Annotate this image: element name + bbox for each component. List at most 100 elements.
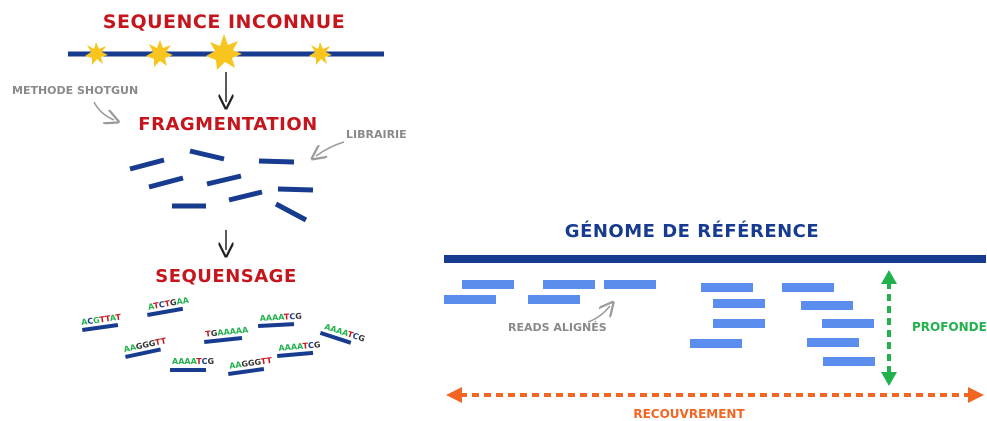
read-1: ACGTTAT <box>81 312 122 332</box>
cut-star-1 <box>85 42 108 65</box>
fragment <box>148 175 184 190</box>
aligned-read <box>690 339 742 348</box>
fragment <box>258 158 295 165</box>
aligned-reads <box>444 280 875 366</box>
read-bar <box>125 347 162 359</box>
nucleotide: T <box>302 341 309 350</box>
read-label: AAAATCG <box>278 340 321 353</box>
title-sequence-inconnue: SEQUENCE INCONNUE <box>103 11 345 33</box>
aligned-read <box>713 319 765 328</box>
nucleotide: T <box>99 315 106 325</box>
cut-star-4 <box>309 42 332 65</box>
nucleotide: A <box>341 328 350 339</box>
read-4: TGAAAAA <box>204 325 250 344</box>
read-label: AAAATCG <box>259 312 302 323</box>
title-sequensage: SEQUENSAGE <box>155 266 297 287</box>
nucleotide: T <box>266 356 273 366</box>
nucleotide: T <box>105 314 112 324</box>
aligned-read <box>713 299 765 308</box>
nucleotide: A <box>217 328 225 338</box>
read-bar <box>170 368 206 372</box>
nucleotide: G <box>169 298 177 308</box>
read-bar <box>204 336 243 344</box>
nucleotide: G <box>314 340 321 350</box>
fragment <box>206 173 242 187</box>
nucleotide: A <box>278 313 285 322</box>
read-3: AAGGGTT <box>123 336 168 359</box>
nucleotide: G <box>93 316 101 326</box>
nucleotide: C <box>351 331 359 341</box>
title-genome-reference: GÉNOME DE RÉFÉRENCE <box>565 220 819 242</box>
nucleotide: C <box>289 312 295 321</box>
read-bar <box>277 350 314 358</box>
read-bar <box>258 322 295 328</box>
nucleotide: A <box>259 314 266 323</box>
nucleotide: G <box>148 339 156 349</box>
read-8: AAAATCG <box>277 340 321 358</box>
nucleotide: C <box>308 341 315 350</box>
nucleotide: G <box>135 341 143 351</box>
nucleotide: C <box>87 316 94 326</box>
nucleotide: T <box>154 337 162 347</box>
nucleotide: T <box>153 301 160 311</box>
nucleotide: A <box>297 342 305 352</box>
coverage-arrow <box>446 387 984 403</box>
aligned-read <box>801 301 853 310</box>
nucleotide: A <box>266 313 273 322</box>
nucleotide: A <box>176 297 184 307</box>
aligned-read <box>822 319 874 328</box>
nucleotide: G <box>208 357 215 366</box>
fragment <box>189 148 225 162</box>
nucleotide: A <box>172 357 179 366</box>
nucleotide: A <box>229 361 237 371</box>
nucleotide: A <box>323 322 332 333</box>
library-pointer-arrow <box>316 141 345 156</box>
nucleotide: A <box>242 325 250 335</box>
fragment <box>228 189 263 203</box>
nucleotide: A <box>129 342 138 352</box>
nucleotide: A <box>191 357 198 366</box>
nucleotide: A <box>284 343 292 353</box>
nucleotide: C <box>158 300 165 310</box>
read-label: TGAAAAA <box>205 325 250 339</box>
nucleotide: A <box>178 357 185 366</box>
nucleotide: A <box>223 327 231 337</box>
fragment <box>277 186 314 193</box>
nucleotide: T <box>260 357 267 367</box>
aligned-reads-pointer-arrow <box>587 306 610 323</box>
nucleotide: A <box>229 327 237 337</box>
nucleotide: A <box>272 313 279 322</box>
cut-star-2 <box>146 40 173 67</box>
title-fragmentation: FRAGMENTATION <box>138 114 317 135</box>
read-label: AAAATCG <box>172 357 214 366</box>
nucleotide: T <box>160 336 168 346</box>
nucleotide: G <box>357 333 366 344</box>
label-recouvrement: RECOUVREMENT <box>633 407 745 421</box>
read-label: AAGGGTT <box>229 356 273 371</box>
nucleotide: T <box>205 329 212 339</box>
nucleotide: A <box>123 344 132 354</box>
shotgun-pointer-arrow <box>93 101 114 120</box>
label-profondeur: PROFONDEUR <box>912 320 987 334</box>
nucleotide: T <box>284 312 290 321</box>
fragment <box>129 157 165 172</box>
aligned-read <box>528 295 580 304</box>
read-7: AAGGGTT <box>228 356 273 376</box>
nucleotide: A <box>81 317 89 327</box>
nucleotide: G <box>141 340 149 350</box>
read-label: AAAATCG <box>323 322 366 344</box>
aligned-read <box>462 280 514 289</box>
nucleotide: A <box>147 302 155 312</box>
aligned-read <box>543 280 595 289</box>
nucleotide: A <box>184 357 191 366</box>
nucleotide: T <box>196 357 202 366</box>
read-6: AAAATCG <box>170 357 214 372</box>
read-5: AAAATCG <box>258 312 302 328</box>
read-bar <box>319 331 352 345</box>
nucleotide: A <box>278 343 286 353</box>
read-bar <box>228 366 265 376</box>
nucleotide: A <box>329 324 338 335</box>
read-label: AAGGGTT <box>123 336 168 354</box>
sequenced-reads: ACGTTAT ATCTGAA AAGGGTT TGAAAAA AAAATCG … <box>81 295 366 376</box>
cut-star-3 <box>206 34 242 70</box>
